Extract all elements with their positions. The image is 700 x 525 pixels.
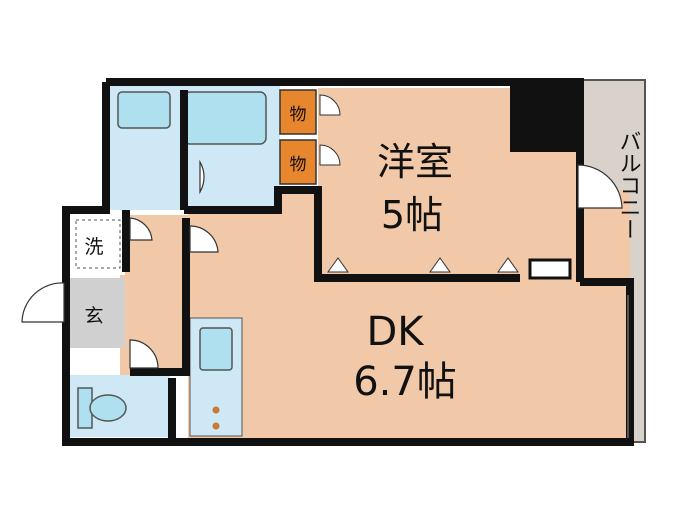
kitchen-sink-fixture: [199, 327, 233, 371]
stove-burner-2: [212, 422, 220, 430]
small-window-box: [528, 258, 572, 280]
storage-closet-2: [279, 139, 317, 185]
closet-door-marks: [319, 94, 519, 273]
washer-label: 洗: [84, 236, 103, 258]
walls: [62, 78, 634, 446]
storage-closet-1: [279, 89, 317, 135]
dk-floor: [188, 190, 630, 438]
storage-label-2: 物: [290, 155, 307, 175]
western-room-name: 洋室: [377, 140, 453, 184]
structural-column: [510, 80, 580, 152]
entrance-floor: [70, 278, 125, 348]
entrance-label: 玄: [84, 305, 103, 327]
bathtub-fixture: [183, 91, 267, 145]
washer-space-floor: [70, 215, 125, 275]
balcony-label: バルコニー: [616, 130, 641, 240]
stove-burner-1: [212, 406, 220, 414]
door-swings: [21, 159, 623, 369]
washer-pan: [75, 219, 121, 269]
sink-fixture: [117, 91, 171, 129]
dk-name: DK: [366, 309, 425, 355]
western-room-size: 5帖: [381, 193, 443, 237]
dk-size: 6.7帖: [353, 359, 457, 405]
storage-label-1: 物: [290, 105, 307, 125]
toilet-bowl: [89, 394, 127, 422]
